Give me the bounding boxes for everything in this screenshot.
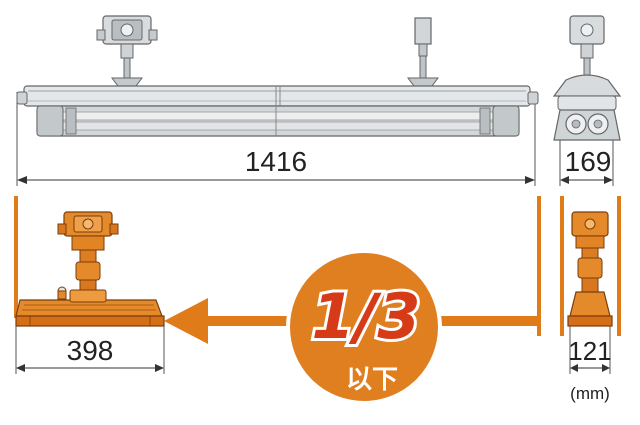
badge-ratio: 1/3	[312, 280, 421, 353]
orange-frame-lines	[14, 196, 621, 336]
new-fixture-side-view	[567, 211, 613, 327]
unit-label: (mm)	[570, 384, 610, 403]
new-width-label: 121	[568, 336, 611, 366]
old-width-label: 169	[565, 146, 612, 177]
badge-note: 以下	[346, 365, 398, 395]
new-length-dimension: 398	[15, 326, 165, 374]
old-fixture-side-view	[552, 15, 622, 186]
badge-circle	[286, 249, 442, 405]
new-width-dimension: 121 (mm)	[568, 326, 612, 403]
new-length-label: 398	[67, 335, 114, 366]
old-length-label: 1416	[245, 146, 307, 177]
old-length-dimension: 1416	[17, 146, 535, 184]
old-fixture-front-view	[16, 15, 539, 186]
reduction-badge: 1/3 以下	[286, 249, 442, 405]
new-fixture-front-view	[15, 211, 165, 327]
old-width-dimension: 169	[560, 146, 613, 184]
